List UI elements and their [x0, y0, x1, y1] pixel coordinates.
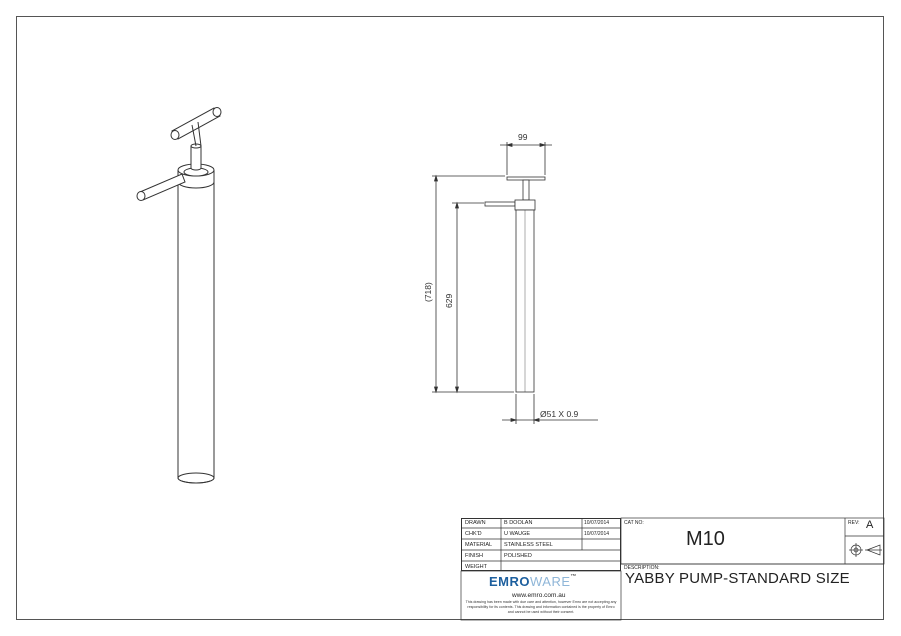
disclaimer-text: This drawing has been made with due care…	[465, 600, 617, 614]
info-table	[461, 518, 621, 571]
cat-no-label: CAT NO:	[624, 520, 644, 526]
row-label-drawn: DRAWN	[465, 520, 486, 526]
row-value-finish: POLISHED	[504, 553, 532, 559]
row-value-checked: U WAUGE	[504, 531, 531, 537]
rev-value: A	[866, 519, 874, 531]
logo-light: WARE	[530, 574, 571, 589]
row-date-checked: 10/07/2014	[584, 531, 610, 537]
dim-width-top: 99	[518, 132, 528, 142]
dim-diameter: Ø51 X 0.9	[540, 409, 579, 419]
description-label: DESCRIPTION:	[624, 565, 660, 571]
row-label-checked: CHK'D	[465, 531, 482, 537]
row-label-finish: FINISH	[465, 553, 484, 559]
website-link[interactable]: www.emro.com.au	[512, 592, 566, 599]
cat-no-value: M10	[686, 528, 725, 550]
logo-bold: EMRO	[489, 574, 530, 589]
drawing-border	[16, 16, 884, 620]
row-value-drawn: B DOOLAN	[504, 520, 533, 526]
row-label-weight: WEIGHT	[465, 564, 487, 570]
row-date-drawn: 10/07/2014	[584, 520, 610, 526]
logo-tm: ™	[570, 574, 578, 580]
dim-tube-height: 629	[444, 294, 454, 308]
row-value-material: STAINLESS STEEL	[504, 542, 553, 548]
emroware-logo: EMROWARE™	[489, 574, 577, 589]
dim-overall-height: (718)	[423, 282, 433, 302]
projection-symbol-icon	[849, 543, 882, 557]
row-label-material: MATERIAL	[465, 542, 493, 548]
description-value: YABBY PUMP-STANDARD SIZE	[625, 570, 850, 587]
rev-label: REV:	[848, 520, 860, 526]
